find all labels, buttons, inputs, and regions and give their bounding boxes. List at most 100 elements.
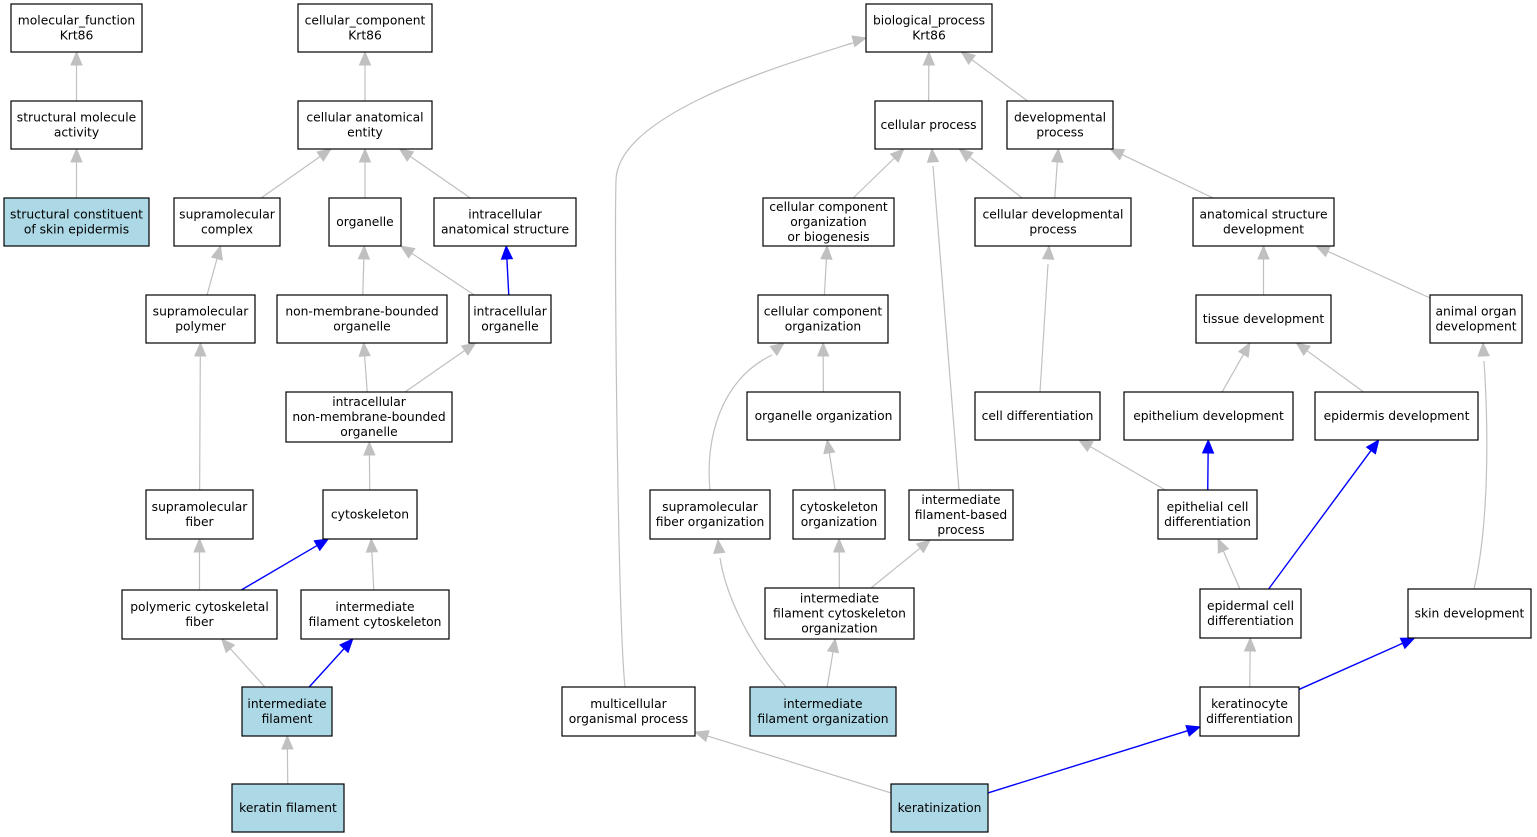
node-box[interactable] — [297, 100, 433, 150]
is-a-edge-ifc-to-cytoskeleton — [365, 537, 379, 591]
node-box[interactable] — [173, 197, 281, 247]
node-box[interactable] — [10, 100, 143, 150]
go-term-node-epiddev[interactable]: epidermis development — [1314, 391, 1479, 441]
node-box[interactable] — [1157, 489, 1258, 540]
node-box[interactable] — [300, 589, 450, 640]
node-box[interactable] — [649, 489, 771, 540]
go-term-node-orgorg[interactable]: organelle organization — [746, 391, 901, 441]
node-box[interactable] — [1314, 391, 1479, 441]
node-box[interactable] — [1123, 391, 1294, 441]
node-box[interactable] — [241, 686, 333, 737]
node-box[interactable] — [974, 391, 1101, 441]
node-box[interactable] — [974, 197, 1132, 247]
node-box[interactable] — [874, 100, 983, 150]
is-a-edge-cso-to-orgorg — [823, 438, 836, 491]
node-box[interactable] — [749, 686, 897, 737]
go-term-node-epidev[interactable]: epithelium development — [1123, 391, 1294, 441]
node-box[interactable] — [1429, 294, 1523, 344]
node-box[interactable] — [297, 3, 433, 53]
node-box[interactable] — [121, 589, 278, 640]
node-box[interactable] — [1199, 686, 1300, 737]
go-term-node-skindev[interactable]: skin development — [1407, 588, 1532, 639]
node-box[interactable] — [1407, 588, 1532, 639]
node-box[interactable] — [285, 391, 453, 443]
go-term-node-celldiff[interactable]: cell differentiation — [974, 391, 1101, 441]
node-box[interactable] — [3, 197, 150, 247]
go-term-node-cytoskeleton[interactable]: cytoskeleton — [322, 489, 418, 540]
go-term-node-keratinization[interactable]: keratinization — [890, 783, 989, 833]
node-box[interactable] — [1006, 100, 1114, 150]
node-box[interactable] — [10, 3, 143, 53]
node-label-line: fiber — [185, 615, 214, 629]
node-box[interactable] — [468, 294, 552, 344]
is-a-edge-keratinization-to-mop — [693, 730, 892, 794]
node-box[interactable] — [145, 489, 254, 540]
edge-arrowhead — [693, 730, 710, 743]
node-box[interactable] — [757, 294, 889, 344]
edge-arrowhead — [1257, 244, 1270, 260]
go-term-node-inmbo[interactable]: intracellularnon-membrane-boundedorganel… — [285, 391, 453, 443]
edge-arrowhead — [398, 148, 415, 162]
node-box[interactable] — [764, 587, 915, 640]
go-term-node-cellproc[interactable]: cellular process — [874, 100, 983, 150]
node-box[interactable] — [561, 686, 696, 737]
node-box[interactable] — [231, 783, 345, 833]
node-box[interactable] — [322, 489, 418, 540]
node-box[interactable] — [865, 3, 993, 53]
node-label-line: intracellular — [473, 305, 548, 319]
node-label-line: filament — [262, 712, 313, 726]
node-box[interactable] — [890, 783, 989, 833]
node-box[interactable] — [746, 391, 901, 441]
node-box[interactable] — [1199, 588, 1302, 639]
node-box[interactable] — [1195, 294, 1332, 344]
edge-arrowhead — [1477, 341, 1490, 357]
node-box[interactable] — [145, 294, 256, 344]
is-a-edge-inmbo-to-intorg — [404, 342, 477, 393]
is-a-edge-asd-to-devproc — [1109, 148, 1214, 199]
edge-arrowhead — [769, 342, 786, 357]
go-term-node-tissuedev[interactable]: tissue development — [1195, 294, 1332, 344]
edge-arrowhead — [713, 538, 726, 555]
node-box[interactable] — [762, 197, 895, 247]
node-box[interactable] — [1192, 197, 1335, 247]
node-label-line: non-membrane-bounded — [285, 305, 438, 319]
node-box[interactable] — [276, 294, 448, 344]
go-term-node-organelle[interactable]: organelle — [328, 197, 402, 247]
go-term-node-kf[interactable]: keratin filament — [231, 783, 345, 833]
node-box[interactable] — [328, 197, 402, 247]
edge-line — [852, 156, 896, 199]
node-box[interactable] — [908, 489, 1014, 541]
node-box[interactable] — [433, 197, 577, 247]
node-box[interactable] — [792, 489, 886, 540]
